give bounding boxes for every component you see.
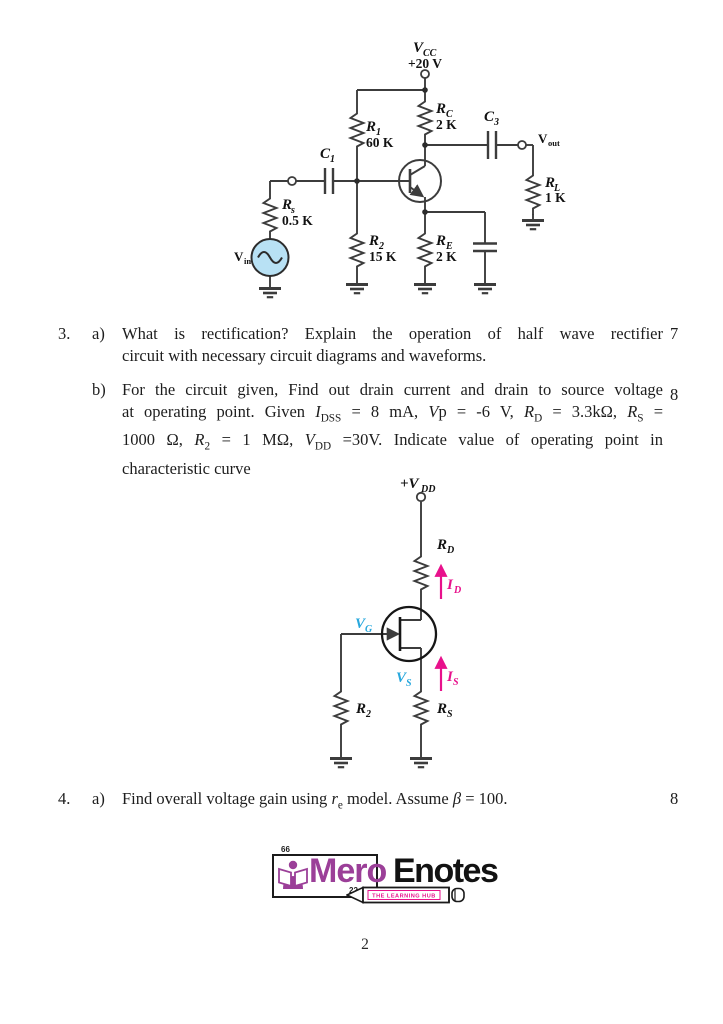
question-3a-text: What is rectification? Explain the opera… [122,323,663,367]
label-re-value: 2 K [436,249,457,264]
resistor-r2 [349,229,365,271]
node-dots [354,87,428,215]
logo-text-enotes: Enotes [393,852,499,890]
resistor-rl [525,171,541,213]
question-3-number: 3. [58,324,71,343]
logo-quote-top: 66 [281,845,290,854]
ground-r2 [344,276,370,295]
question-4a-label: a) [92,789,105,808]
label-re-sub: E [445,241,453,252]
label-rs-sub: s [290,205,295,216]
bjt-transistor [398,159,442,203]
label-vs: V [396,670,408,686]
label-r2-sub: 2 [378,241,384,252]
ground-rl [520,212,546,231]
question-4a-text: Find overall voltage gain using re model… [122,788,663,816]
vdd-terminal [415,491,427,503]
label-rs-sub: S [447,709,453,720]
label-vout: V [538,131,548,146]
logo-tagline: THE LEARNING HUB [372,894,436,900]
sine-wave-icon [257,251,283,264]
label-r2-value: 15 K [369,249,397,264]
reading-person-icon [278,860,308,889]
question-3b-line4: characteristic curve [122,458,251,478]
question-3b-line2: at operating point. Given IDSS = 8 mA, V… [122,402,664,425]
label-r1-value: 60 K [366,135,394,150]
label-vdd: +V [400,476,421,492]
logo-frame [272,854,378,898]
page-number: 2 [361,936,369,953]
question-3b-marks: 8 [670,385,679,404]
label-rs-value: 0.5 K [282,213,313,228]
question-3a-line2: circuit with necessary circuit diagrams … [122,346,487,365]
question-3b-line3: 1000 Ω, R2 = 1 MΩ, VDD =30V. Indicate va… [122,430,663,453]
label-r1: R [365,119,376,135]
circuit2-wires [340,502,422,752]
label-vg: V [355,616,367,632]
label-rs: R [436,701,447,717]
label-rc-value: 2 K [436,117,457,132]
label-rd-sub: D [446,545,454,556]
question-4a-line1: Find overall voltage gain using re model… [122,789,508,812]
label-c1-sub: 1 [330,154,335,165]
logo-quote-bottom: 22 [349,886,358,895]
terminal-circles [287,69,527,186]
label-r1-sub: 1 [376,127,381,138]
label-vin: V [234,249,244,264]
label-r2-sub: 2 [365,709,371,720]
label-vcc-sub: CC [423,48,437,59]
resistor-rc [417,97,433,139]
resistor-rs [262,194,278,236]
resistor-rd [413,552,429,594]
question-3a-label: a) [92,324,105,343]
label-rc-sub: C [446,109,453,120]
question-3a-line1: What is rectification? Explain the opera… [122,324,663,343]
resistor-re [417,229,433,271]
label-r2: R [368,233,379,249]
label-id: I [446,577,454,593]
label-vin-sub: in [244,256,251,266]
ground-vin [257,280,283,299]
ground-bypass-cap [472,276,498,295]
capacitor-plates [323,131,498,253]
jfet-circuit: +V DD R D I D V G V S I S R 2 R S [328,476,461,769]
ground-r2 [328,750,354,769]
label-vdd-sub: DD [420,484,435,495]
label-c3: C [484,109,495,125]
resistor-rs [413,687,429,729]
label-re: R [435,233,446,249]
label-c1: C [320,146,331,162]
label-rc: R [435,101,446,117]
label-is-sub: S [453,677,459,688]
label-vs-sub: S [406,678,412,689]
ground-rs [408,750,434,769]
question-4-number: 4. [58,789,71,808]
jfet-transistor [380,605,438,663]
label-is: I [446,669,454,685]
label-vout-sub: out [548,138,560,148]
label-c3-sub: 3 [493,117,499,128]
label-vcc: V [413,40,425,56]
resistor-r1 [349,109,365,151]
bjt-emitter-arrow [409,184,425,198]
pencil-icon: THE LEARNING HUB [346,886,465,904]
logo-text-mero: Mero [309,852,387,890]
question-4a-marks: 8 [670,789,679,808]
question-3b-label: b) [92,380,106,399]
question-3a-marks: 7 [670,324,679,343]
label-r2: R [355,701,366,717]
label-rl-value: 1 K [545,190,566,205]
label-rs: R [281,197,292,213]
resistor-r2 [333,687,349,729]
label-vcc-value: +20 V [408,56,442,71]
label-rl-sub: L [553,183,560,194]
label-vg-sub: G [365,624,373,635]
question-3b-line1: For the circuit given, Find out drain cu… [122,380,663,399]
bjt-amplifier-circuit: V CC +20 V R 1 60 K R C 2 K C 3 V out R … [234,40,566,299]
label-rd: R [436,537,447,553]
label-id-sub: D [453,585,461,596]
question-3b-text: For the circuit given, Find out drain cu… [122,379,663,480]
label-rl: R [544,175,555,191]
ground-re [412,276,438,295]
